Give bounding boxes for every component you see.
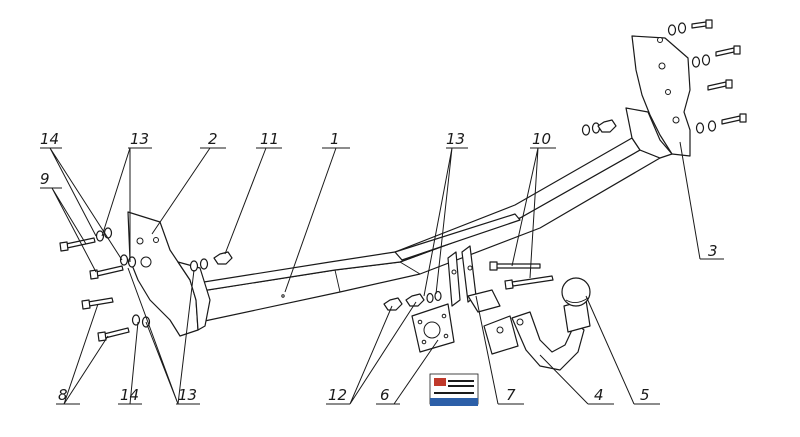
leader-lines	[40, 141, 724, 405]
long-bolts	[489, 261, 554, 290]
callout-4: 4	[594, 386, 604, 404]
callout-3: 3	[708, 242, 718, 260]
callout-10: 10	[532, 130, 551, 148]
right-bracket	[625, 35, 691, 159]
callout-1: 1	[330, 130, 340, 148]
callout-14-bottom: 14	[120, 386, 139, 404]
right-fasteners	[581, 19, 747, 136]
callout-5: 5	[640, 386, 650, 404]
center-nuts	[383, 290, 442, 311]
callout-9: 9	[40, 170, 50, 188]
callout-13-center: 13	[446, 130, 465, 148]
callout-7: 7	[506, 386, 516, 404]
hitch-bracket	[447, 245, 501, 313]
callout-6: 6	[380, 386, 390, 404]
callout-14-top: 14	[40, 130, 59, 148]
callout-2: 2	[208, 130, 218, 148]
left-bracket	[127, 211, 211, 337]
callout-11: 11	[260, 130, 279, 148]
callout-13-top: 13	[130, 130, 149, 148]
tow-ball	[561, 277, 591, 333]
callout-12: 12	[328, 386, 347, 404]
tow-ball-arm	[483, 311, 585, 371]
callout-8: 8	[58, 386, 68, 404]
callout-13-bottom: 13	[178, 386, 197, 404]
manufacturer-logo	[429, 373, 479, 406]
callout-labels: 1 2 3 4 5 6 7 8 9 10 11 12 13 13 13 14 1…	[40, 130, 718, 404]
socket-plate	[411, 303, 455, 353]
